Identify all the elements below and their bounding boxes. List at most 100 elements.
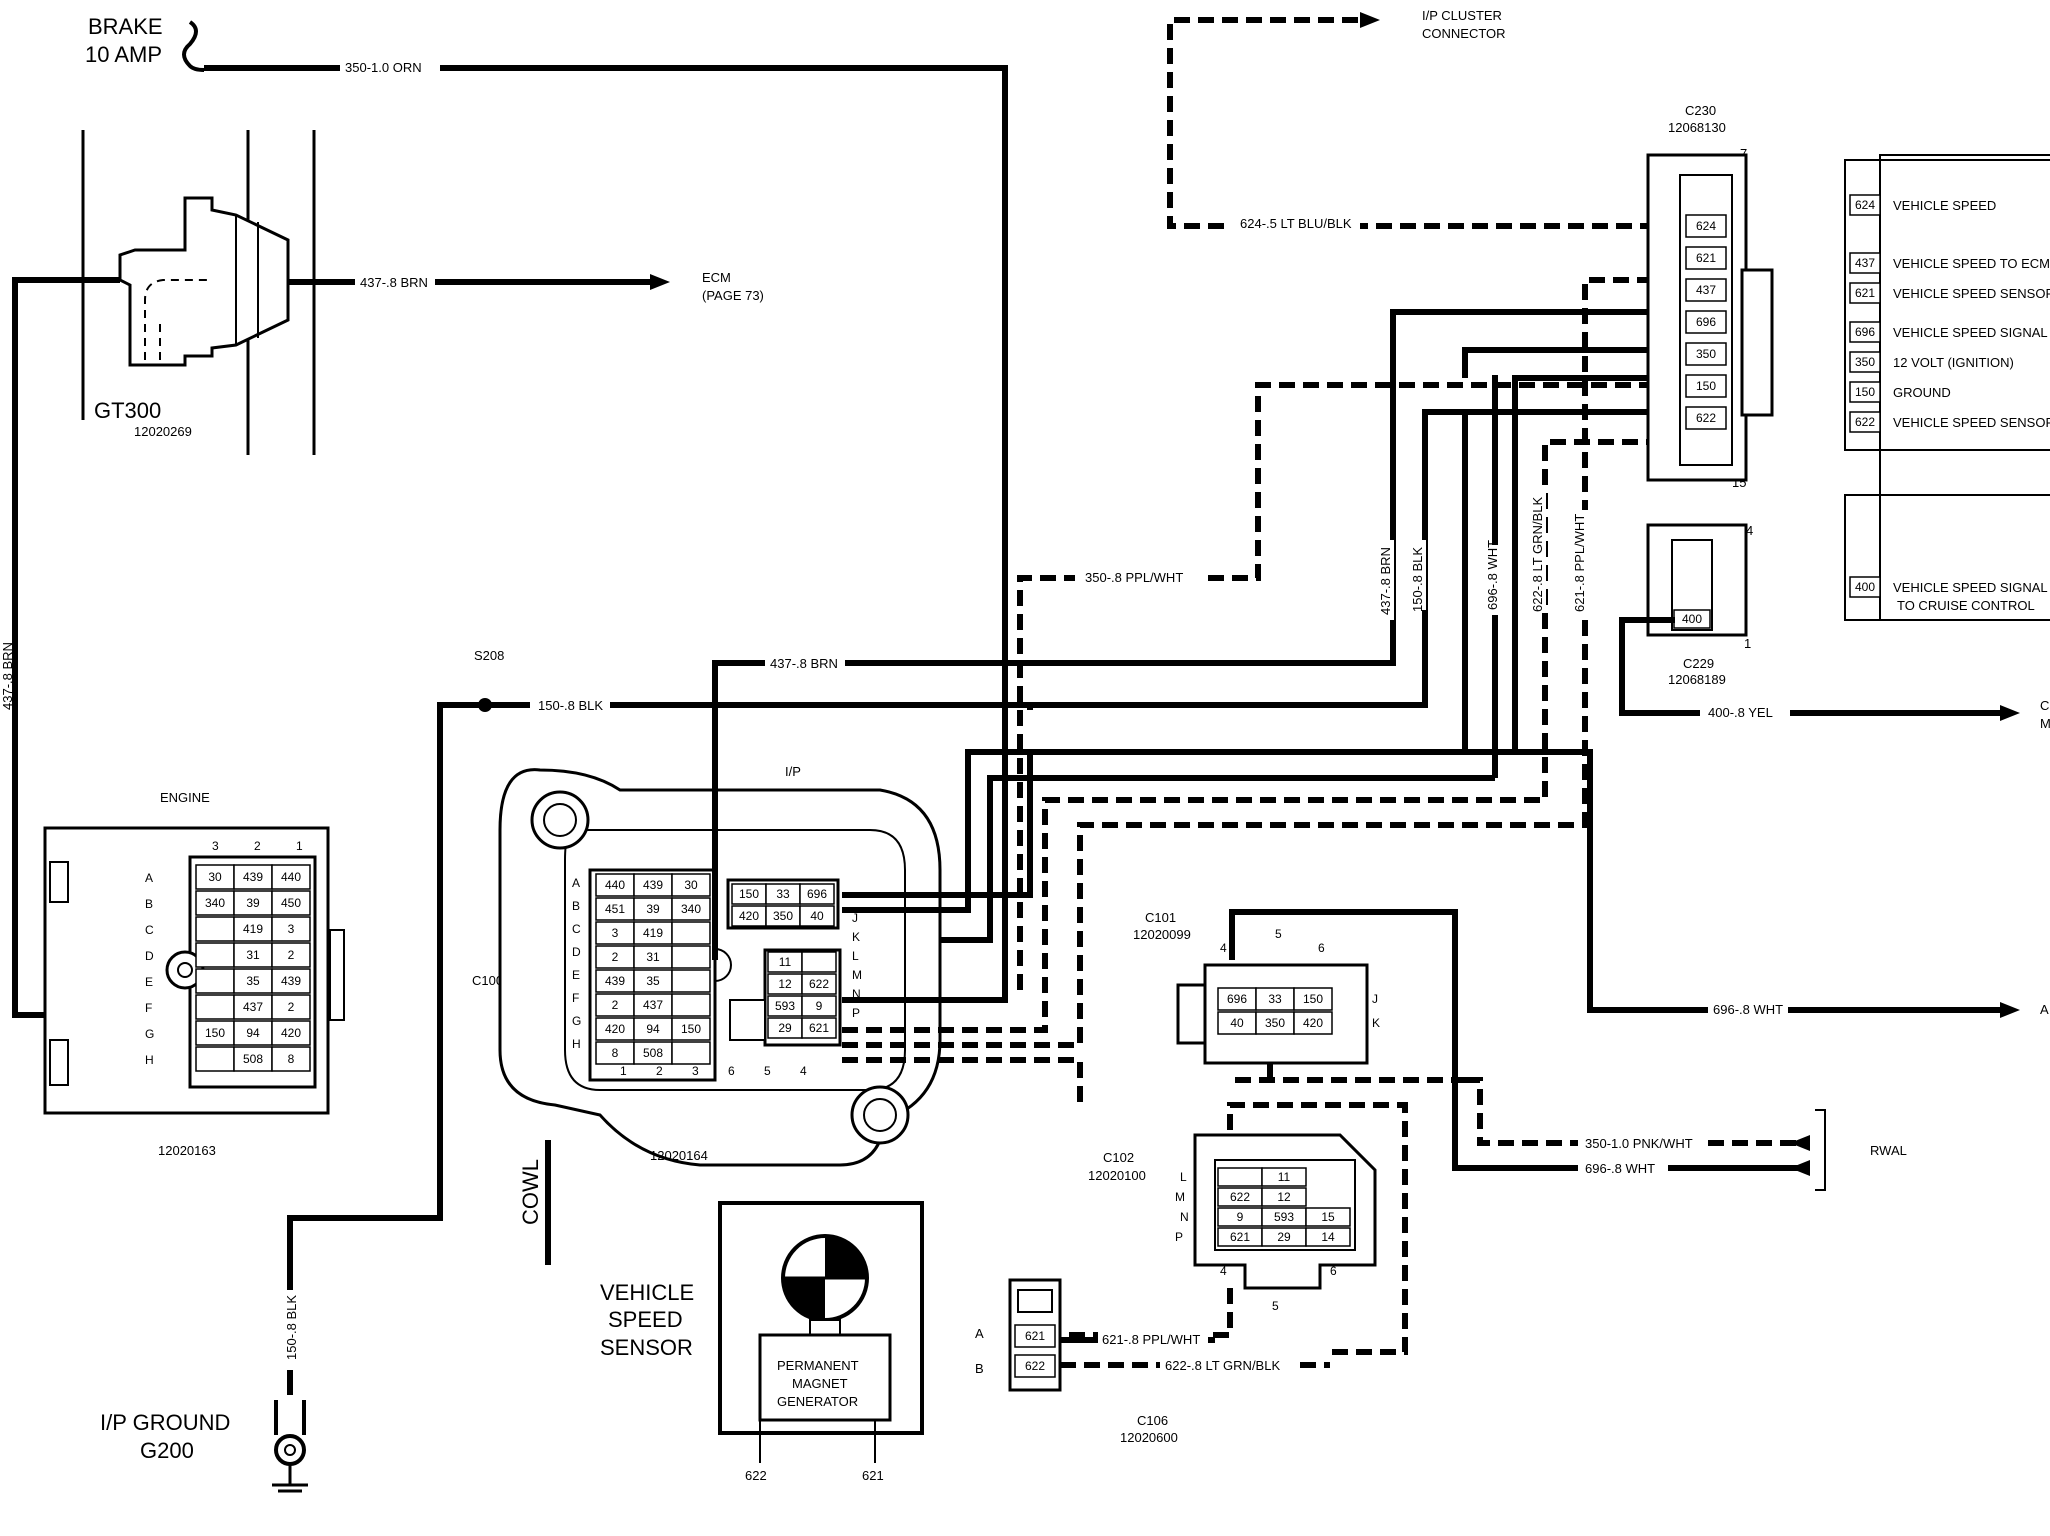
wire-350-pnk [1465, 1077, 1600, 1146]
ground-symbol [272, 1400, 308, 1493]
ip-side-M: M [852, 968, 862, 982]
engine-pin-cell [233, 942, 273, 968]
ip-pin: 39 [646, 902, 660, 916]
ip-pin: 439 [605, 974, 625, 988]
wire-437-brn-ip-label: 437-.8 BRN [770, 656, 838, 671]
pmg-label-2: MAGNET [792, 1376, 848, 1391]
ip-pin: 451 [605, 902, 625, 916]
ip-pin: 593 [775, 999, 795, 1013]
ip-pin: 150 [681, 1022, 701, 1036]
wire-350-ppl-label: 350-.8 PPL/WHT [1085, 570, 1183, 585]
wire-150-blk-v-label: 150-.8 BLK [1410, 547, 1425, 612]
c102-pin-cell [1305, 1207, 1351, 1227]
engine-row-G: G [145, 1027, 154, 1041]
c101-label: C101 [1145, 910, 1176, 925]
c230-pin: 621 [1696, 251, 1716, 265]
c230-pin: 622 [1696, 411, 1716, 425]
engine-pin: 30 [208, 870, 222, 884]
c106-pin: 621 [1025, 1329, 1045, 1343]
ip-side-J: J [852, 911, 858, 925]
ip-pin: 350 [773, 909, 793, 923]
c230-pin: 150 [1696, 379, 1716, 393]
c102-pin: 12 [1277, 1190, 1291, 1204]
engine-row-H: H [145, 1053, 154, 1067]
c106-part-number: 12020600 [1120, 1430, 1178, 1445]
c106-pin-cell [1014, 1354, 1056, 1378]
c102-label-text: C102 [1103, 1150, 1134, 1165]
cluster-pin-cell [1849, 321, 1881, 343]
engine-pin: 2 [288, 948, 295, 962]
c229-connector [1646, 523, 1748, 637]
c101-side-K: K [1372, 1016, 1380, 1030]
engine-pin: 8 [288, 1052, 295, 1066]
pmg-terminal-b: 621 [862, 1468, 884, 1483]
ground-label: I/P GROUND [100, 1410, 230, 1435]
vehicle-speed-sensor [718, 1201, 924, 1435]
vss-label-1: VEHICLE [600, 1280, 694, 1305]
engine-pin: 31 [246, 948, 260, 962]
ip-pin: 35 [646, 974, 660, 988]
ip-pin: 2 [612, 998, 619, 1012]
c102-pin-cell [1305, 1227, 1351, 1247]
c101-pin: 33 [1268, 992, 1282, 1006]
wire-622-v-label: 622-.8 LT GRN/BLK [1530, 497, 1545, 612]
wire-624 [1167, 17, 1680, 229]
c229-part-number: 12068189 [1668, 672, 1726, 687]
wire-437-brn-ip [712, 309, 1680, 960]
engine-pin-cell [195, 994, 235, 1020]
c100-label: C100 [472, 973, 503, 988]
engine-pin-cell [233, 890, 273, 916]
c229-label: C229 [1683, 656, 1714, 671]
c101-pin-cell [1293, 987, 1333, 1011]
engine-pin-cell [195, 942, 235, 968]
c102-row-M: M [1175, 1190, 1185, 1204]
vss-label-3: SENSOR [600, 1335, 693, 1360]
c230-pin-cell [1685, 406, 1727, 430]
c230-pin: 696 [1696, 315, 1716, 329]
engine-pin-cell [271, 1046, 311, 1072]
ip-pin: 440 [605, 878, 625, 892]
ip-pin-cell [799, 905, 835, 927]
wire-621-c102 [1060, 1288, 1233, 1338]
wire-621-v-label: 621-.8 PPL/WHT [1572, 514, 1587, 612]
c101-pin-cell [1293, 1011, 1333, 1035]
c230-pin-cell [1685, 246, 1727, 270]
ip-pin-cell [801, 995, 837, 1017]
engine-pin-cell [271, 942, 311, 968]
c102-row-N: N [1180, 1210, 1189, 1224]
wire-696-rwal [1229, 909, 1600, 1171]
ip-cluster-connector-label: CONNECTOR [1422, 26, 1506, 41]
engine-part-number: 12020163 [158, 1143, 216, 1158]
wire-621-dashed [842, 277, 1680, 1048]
c100-connector [498, 768, 942, 1167]
wire-400-yel-label: 400-.8 YEL [1708, 705, 1773, 720]
c102-bottom-4: 4 [1220, 1264, 1227, 1278]
engine-pin: 420 [281, 1026, 301, 1040]
c230-pin: 437 [1696, 283, 1716, 297]
ip-pin: 420 [739, 909, 759, 923]
cluster-pin-cell [1849, 576, 1881, 598]
c101-pin: 150 [1303, 992, 1323, 1006]
c106-row-B: B [975, 1361, 984, 1376]
engine-pin: 439 [243, 870, 263, 884]
ip-row-C: C [572, 922, 581, 936]
wire-350-orn-label: 350-1.0 ORN [345, 60, 422, 75]
c102-pin: 593 [1274, 1210, 1294, 1224]
cluster-pin-cell [1849, 381, 1881, 403]
ip-row-F: F [572, 991, 579, 1005]
engine-pin: 150 [205, 1026, 225, 1040]
ip-pin: 29 [778, 1021, 792, 1035]
engine-pin: 450 [281, 896, 301, 910]
c101-top-6: 6 [1318, 941, 1325, 955]
ip-pin: 11 [779, 955, 792, 969]
c229-pin: 400 [1682, 612, 1702, 626]
cowl-label: COWL [518, 1159, 543, 1225]
c106-pin: 622 [1025, 1359, 1045, 1373]
vss-label-2: SPEED [608, 1307, 683, 1332]
c230-pin-cell [1685, 374, 1727, 398]
s208-label: S208 [474, 648, 504, 663]
cluster-panel [1844, 154, 2050, 621]
pmg-label-1: PERMANENT [777, 1358, 859, 1373]
pmg-label-3: GENERATOR [777, 1394, 858, 1409]
engine-pin-cell [233, 864, 273, 890]
